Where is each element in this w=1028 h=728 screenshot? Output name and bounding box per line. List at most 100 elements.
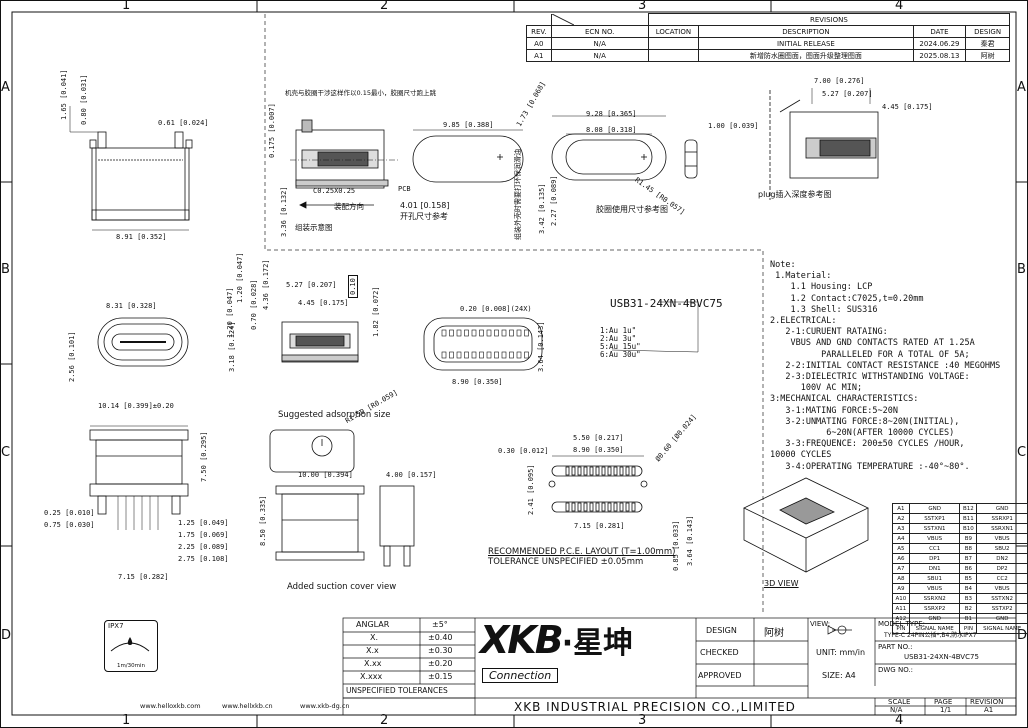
zone-col-2-bottom: 2 [380, 713, 389, 728]
contact-pin [479, 351, 484, 359]
seal-ring-drawing [551, 115, 698, 181]
unit-label: UNIT: mm/in [816, 648, 866, 657]
pcb-pad [583, 466, 588, 476]
pcb-pad [583, 502, 588, 512]
pcb-pad [571, 502, 576, 512]
footer-url[interactable]: www.xkb-dg.cn [300, 702, 350, 710]
dim-text: C0.25X0.25 [313, 187, 356, 195]
tol-label: X. [370, 633, 379, 642]
zone-col-1-bottom: 1 [122, 713, 131, 728]
dim-text: 4.45 [0.175] [882, 103, 933, 111]
pcb-pad [607, 502, 612, 512]
revision-value: A1 [984, 706, 994, 714]
contact-pin [464, 329, 469, 337]
contact-pin [501, 329, 507, 337]
dim-text: 8.90 [0.350] [573, 446, 624, 454]
layout-title: RECOMMENDED P.C.E. LAYOUT (T=1.00mm) [488, 547, 676, 557]
dim-text: 8.90 [0.350] [452, 378, 503, 386]
dim-text: 1.25 [0.049] [178, 519, 229, 527]
suction-view-drawing [269, 429, 415, 567]
approved-label: APPROVED [698, 671, 742, 680]
pcb-pad [613, 502, 618, 512]
side-view-drawing [281, 321, 359, 363]
tol-label: X.x [366, 646, 379, 655]
contact-pin [449, 351, 454, 359]
pin-detail-drawing [423, 317, 543, 371]
plating-option: 1:Au 1u" [600, 326, 637, 335]
zone-col-4: 4 [895, 0, 904, 13]
dim-text: 9.28 [0.365] [586, 110, 637, 118]
dwg-no-label: DWG NO.: [878, 666, 914, 674]
tolerance-footer: UNSPECIFIED TOLERANCES [346, 686, 448, 695]
assembly-section-drawing [290, 119, 400, 209]
pcb-layout-drawing [548, 455, 648, 513]
page-value: 1/1 [940, 706, 952, 714]
designer-cell: 阿树 [965, 49, 1010, 62]
plug-reference-drawing [769, 88, 879, 200]
dim-text: 8.08 [0.318] [586, 126, 637, 134]
contact-pin [486, 351, 492, 359]
contact-pin [516, 351, 522, 359]
dim-text: 0.75 [0.030] [44, 521, 95, 529]
contact-pin [509, 351, 514, 359]
pcb-pad [571, 466, 576, 476]
3d-view-label: 3D VIEW [764, 579, 799, 588]
footer-url[interactable]: www.hellxkb.cn [222, 702, 273, 710]
contact-pin [471, 351, 477, 359]
assembly-note: 机壳与胶圈干涉这样作以0.15最小，胶圈尺寸跑上跳 [285, 89, 436, 97]
part-no-label: PART NO.: [878, 643, 913, 651]
contact-pin [464, 351, 469, 359]
zone-row-a: A [1, 80, 10, 95]
contact-pin [509, 329, 514, 337]
plating-option: 2:Au 3u" [600, 334, 637, 343]
pcb-pad [631, 502, 636, 512]
zone-row-d: D [1, 628, 12, 643]
dim-text: 7.15 [0.281] [574, 522, 625, 530]
dim-text: 2.25 [0.089] [178, 543, 229, 551]
dim-text: 4.00 [0.157] [386, 471, 437, 479]
dim-text: 5.50 [0.217] [573, 434, 624, 442]
contact-pin [501, 351, 507, 359]
dim-text: 10.00 [0.394] [298, 471, 353, 479]
pcb-pad [619, 466, 624, 476]
tol-label: X.xxx [360, 672, 383, 681]
footer-url[interactable]: www.helloxkb.com [140, 702, 201, 710]
dim-text: 5.27 [0.207] [822, 90, 873, 98]
company-logo: XKB·星坤 Connection [480, 618, 694, 686]
location-cell [647, 49, 700, 62]
revisions-table: REVISIONS REV. ECN NO. LOCATION DESCRIPT… [526, 13, 1011, 62]
dim-text: 0.20 [0.008](24X) [460, 305, 532, 313]
plating-option: 6:Au 30u" [600, 350, 641, 359]
size-label: SIZE: A4 [822, 671, 856, 680]
pcb-pad [589, 502, 594, 512]
ecn-cell: N/A [550, 49, 649, 62]
dim-text: 7.00 [0.276] [814, 77, 865, 85]
contact-pin [524, 351, 529, 359]
zone-row-c-right: C [1017, 445, 1027, 460]
part-no-value: USB31-24XN-4BVC75 [904, 653, 979, 661]
pcb-pad [565, 466, 570, 476]
dim-text: 9.85 [0.388] [443, 121, 494, 129]
pcb-pad [565, 502, 570, 512]
zone-row-b: B [1, 262, 10, 277]
dim-text: 1.75 [0.069] [178, 531, 229, 539]
zone-col-3-bottom: 3 [638, 713, 647, 728]
dim-text: 7.15 [0.282] [118, 573, 169, 581]
pcb-pad [631, 466, 636, 476]
zone-col-1: 1 [122, 0, 131, 13]
bottom-view-drawing [89, 425, 189, 530]
tol-label: X.xx [364, 659, 382, 668]
tol-value: ±0.40 [428, 633, 453, 642]
ipx-label: IPX7 [108, 622, 124, 630]
pcb-pad [577, 502, 582, 512]
dim-text: 5.27 [0.207] [286, 281, 337, 289]
front-view-drawing [97, 317, 189, 367]
logo-brand: XKB [480, 618, 564, 662]
seal-hole-drawing [412, 129, 524, 183]
pcb-pad [625, 466, 630, 476]
